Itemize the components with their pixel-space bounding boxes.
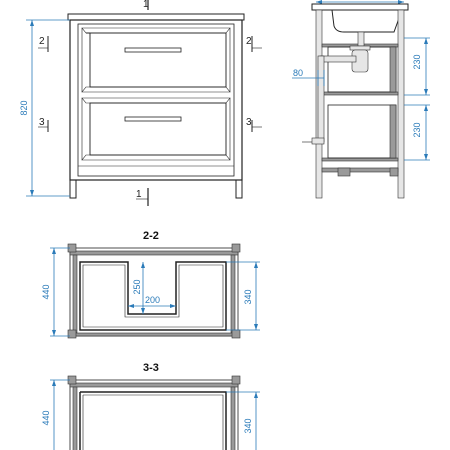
section-mark-1-bottom: 1 (136, 189, 142, 200)
pipe-offset-dimension-label: 80 (293, 68, 303, 78)
section-2-drawer-depth-label: 340 (243, 289, 253, 304)
section-3-title: 3-3 (143, 362, 159, 374)
section-3-depth-label: 440 (41, 410, 51, 425)
height-dimension-label: 820 (19, 100, 29, 115)
cutout-depth-label: 250 (132, 279, 142, 294)
section-mark-2-right: 2 (246, 36, 252, 47)
section-2-depth-label: 440 (41, 284, 51, 299)
upper-drawer-dimension-label: 230 (412, 54, 422, 69)
section-2-title: 2-2 (143, 230, 159, 242)
side-view: 80 230 230 (292, 0, 430, 199)
section-mark-2-left: 2 (39, 36, 45, 47)
section-3-3: 3-3 440 340 (41, 362, 260, 450)
front-view: 820 1 2 2 3 3 1 (19, 0, 262, 206)
section-mark-3-right: 3 (246, 117, 252, 128)
section-mark-1-top: 1 (143, 0, 149, 10)
cutout-width-label: 200 (145, 295, 160, 305)
section-3-drawer-depth-label: 340 (243, 418, 253, 433)
section-2-2: 2-2 440 340 250 (41, 230, 260, 339)
section-mark-3-left: 3 (39, 117, 45, 128)
lower-drawer-dimension-label: 230 (412, 122, 422, 137)
